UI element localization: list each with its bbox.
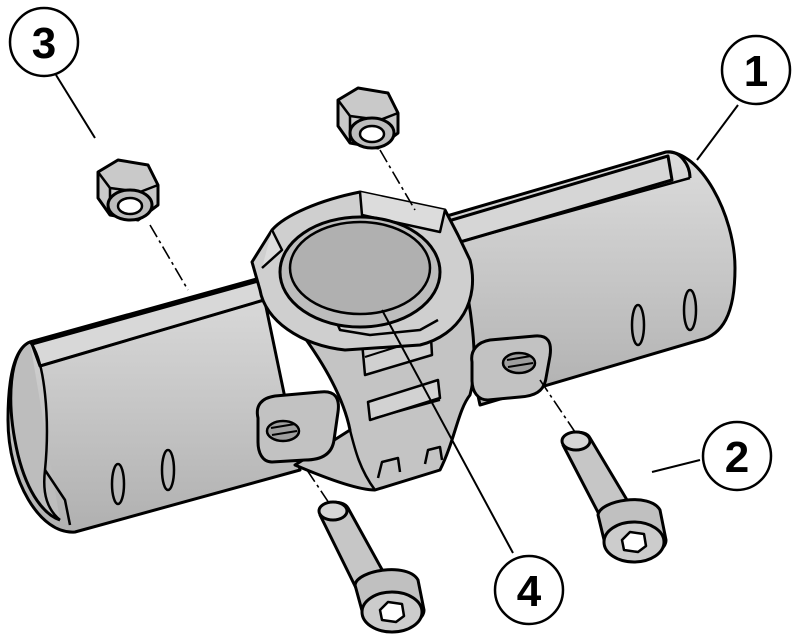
hex-socket-right — [620, 530, 648, 554]
callout-1-label: 1 — [744, 47, 768, 96]
left-screw-head-hole — [265, 419, 301, 443]
top-collar-ring — [250, 190, 475, 352]
left-bracket-slot — [255, 390, 340, 464]
hex-nut-left — [96, 158, 160, 222]
callout-2-label: 2 — [725, 433, 749, 482]
socket-screw-left — [317, 500, 426, 634]
hex-socket-left — [378, 600, 406, 624]
right-screw-head-hole — [501, 351, 537, 375]
hex-nut-right — [336, 86, 400, 150]
callout-4-label: 4 — [517, 567, 542, 616]
socket-screw-right — [560, 430, 668, 564]
callout-1: 1 — [720, 34, 792, 106]
left-clamp-tube — [6, 276, 302, 534]
assembly-axis-lines — [149, 149, 576, 513]
callout-2: 2 — [701, 420, 773, 492]
callout-4: 4 — [493, 554, 565, 626]
right-bracket-slot — [470, 334, 552, 402]
callout-3: 3 — [8, 6, 80, 78]
leader-lines — [55, 74, 739, 554]
callout-3-label: 3 — [32, 19, 56, 68]
